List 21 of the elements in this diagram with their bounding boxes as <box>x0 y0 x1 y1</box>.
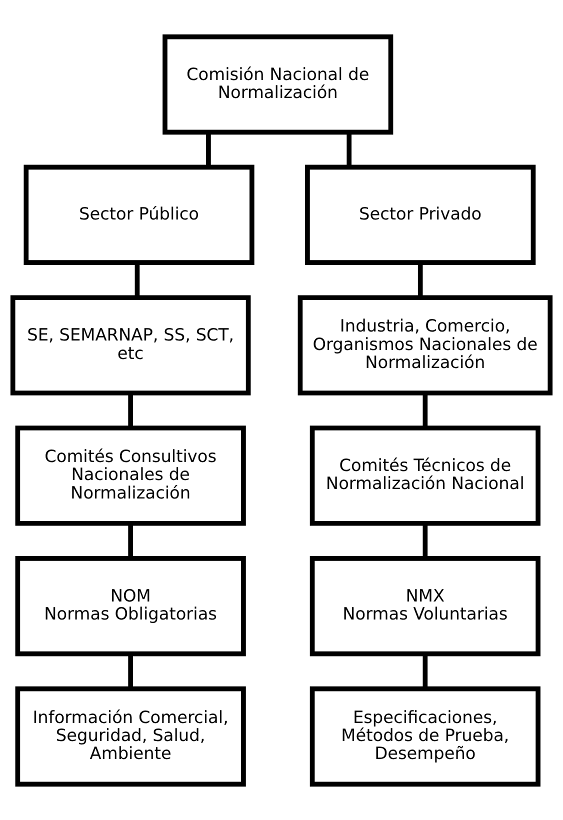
connector <box>128 392 133 428</box>
node-box: NOM Normas Obligatorias <box>15 555 246 656</box>
node-box: Especificaciones, Métodos de Prueba, Desempeño <box>310 686 540 786</box>
connector <box>346 132 352 167</box>
connector <box>128 523 133 558</box>
node-box: SE, SEMARNAP, SS, SCT, etc <box>10 294 251 395</box>
connector <box>422 653 428 688</box>
node-box: Industria, Comercio, Organismos Nacionales de Normalización <box>298 294 553 395</box>
node-box: Comités Consultivos Nacionales de Normalización <box>15 425 246 526</box>
connector <box>128 653 133 688</box>
node-box: Sector Público <box>24 164 254 265</box>
connector <box>418 262 423 297</box>
connector <box>422 523 428 558</box>
connector <box>206 132 211 167</box>
node-box: Comités Técnicos de Normalización Nacional <box>310 425 540 526</box>
node-box: NMX Normas Voluntarias <box>310 555 540 656</box>
node-box: Comisión Nacional de Normalización <box>162 34 394 134</box>
node-box: Información Comercial, Seguridad, Salud, Ambiente <box>15 686 246 786</box>
connector <box>422 392 428 428</box>
connector <box>134 262 140 297</box>
node-box: Sector Privado <box>305 164 536 265</box>
